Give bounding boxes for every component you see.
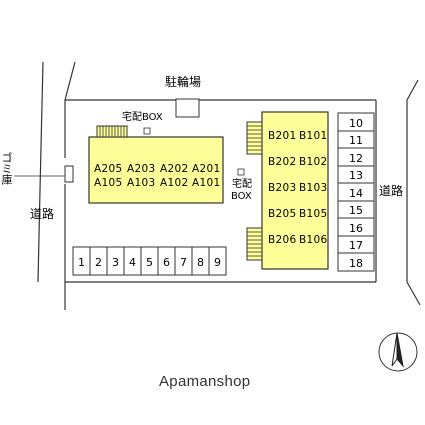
unit-a103: A103 [127, 177, 156, 189]
parking-space-17: 17 [349, 239, 363, 252]
parking-space-11: 11 [349, 134, 363, 147]
parking-right-grid [337, 112, 375, 272]
unit-b205: B205 [268, 208, 297, 220]
unit-b206: B206 [268, 234, 297, 246]
parking-space-6: 6 [163, 256, 170, 269]
unit-a201: A201 [192, 163, 221, 175]
unit-a101: A101 [192, 177, 221, 189]
delivery-box-label: 宅配BOX [122, 112, 163, 123]
parking-space-14: 14 [349, 187, 363, 200]
unit-b103: B103 [299, 182, 328, 194]
parking-space-15: 15 [349, 204, 363, 217]
parking-space-9: 9 [214, 256, 221, 269]
unit-a205: A205 [94, 163, 123, 175]
unit-b106: B106 [299, 234, 328, 246]
unit-a203: A203 [127, 163, 156, 175]
unit-b101: B101 [299, 130, 328, 142]
garbage-label: ゴミ庫 [0, 152, 13, 185]
site-boundary [64, 99, 377, 283]
parking-space-13: 13 [349, 169, 363, 182]
north-arrow-icon [378, 332, 418, 372]
parking-space-4: 4 [129, 256, 136, 269]
building-b [261, 111, 329, 270]
parking-space-1: 1 [78, 256, 85, 269]
parking-space-16: 16 [349, 222, 363, 235]
road-right-edge [406, 79, 421, 306]
road-left-edges [37, 61, 76, 310]
unit-b202: B202 [268, 156, 297, 168]
bicycle-parking-box [175, 98, 200, 118]
parking-bottom-grid [72, 246, 227, 276]
garbage-box [64, 165, 74, 183]
parking-space-8: 8 [197, 256, 204, 269]
parking-space-3: 3 [112, 256, 119, 269]
unit-a105: A105 [94, 177, 123, 189]
road-left-label: 道路 [30, 207, 55, 221]
parking-space-5: 5 [146, 256, 153, 269]
brand-logo: Apamanshop [159, 373, 251, 390]
road-right-label: 道路 [379, 184, 404, 198]
unit-a202: A202 [160, 163, 189, 175]
delivery-box-marker [143, 127, 151, 135]
parking-space-12: 12 [349, 152, 363, 165]
unit-b203: B203 [268, 182, 297, 194]
parking-space-7: 7 [180, 256, 187, 269]
parking-space-10: 10 [349, 117, 363, 130]
building-b-stairs-upper [246, 121, 263, 155]
delivery-box-label-b-top: 宅配 [232, 179, 252, 190]
parking-space-18: 18 [349, 257, 363, 270]
building-a [88, 136, 224, 204]
unit-b201: B201 [268, 130, 297, 142]
delivery-box-marker-b [237, 168, 245, 176]
delivery-box-label-b-bottom: BOX [231, 191, 252, 202]
building-b-stairs-lower [246, 227, 263, 261]
building-a-stairs [96, 125, 128, 138]
unit-b105: B105 [299, 208, 328, 220]
unit-a102: A102 [160, 177, 189, 189]
bicycle-parking-label: 駐輪場 [165, 75, 202, 89]
unit-b102: B102 [299, 156, 328, 168]
parking-space-2: 2 [95, 256, 102, 269]
